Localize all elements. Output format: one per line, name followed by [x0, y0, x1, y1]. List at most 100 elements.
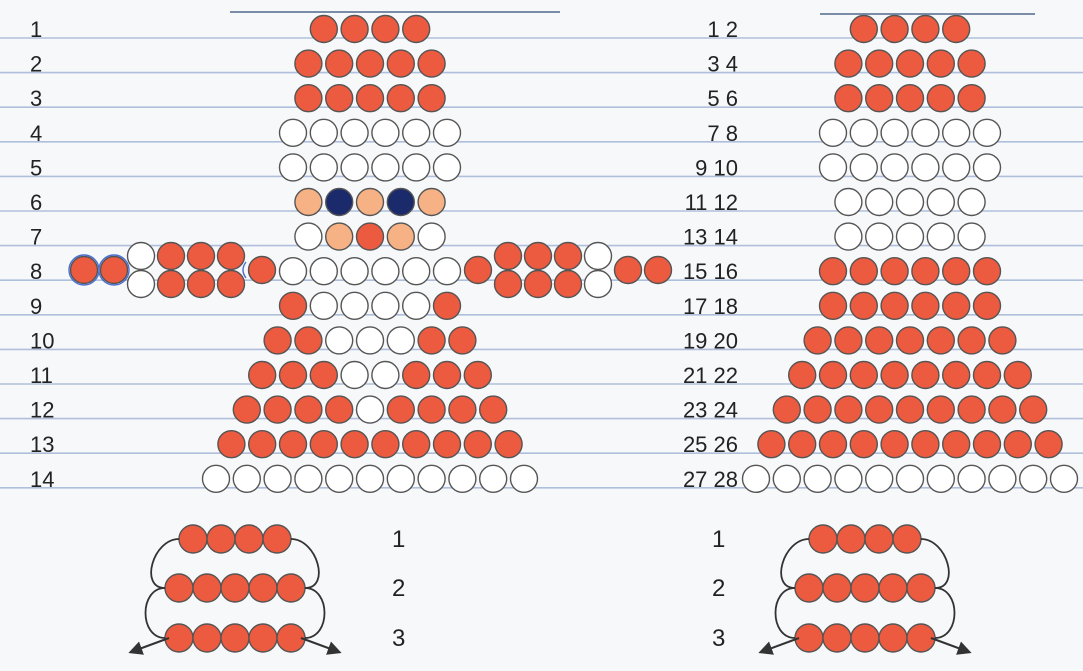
- red-bead: [820, 431, 847, 458]
- red-bead: [835, 396, 862, 423]
- skin-bead: [387, 223, 414, 250]
- white-bead: [866, 465, 893, 492]
- red-bead: [866, 50, 893, 77]
- red-bead: [974, 431, 1001, 458]
- red-bead: [179, 525, 207, 553]
- red-bead: [958, 50, 985, 77]
- red-bead: [277, 574, 305, 602]
- white-bead: [943, 119, 970, 146]
- red-bead: [645, 257, 672, 284]
- red-bead: [525, 243, 552, 270]
- red-bead: [958, 85, 985, 112]
- skin-bead: [357, 189, 384, 216]
- red-bead: [295, 327, 322, 354]
- red-bead: [158, 271, 185, 298]
- red-bead: [263, 525, 291, 553]
- white-bead: [341, 292, 368, 319]
- red-bead: [357, 50, 384, 77]
- red-bead: [233, 396, 260, 423]
- red-bead: [165, 624, 193, 652]
- red-bead: [1004, 431, 1031, 458]
- white-bead: [403, 258, 430, 285]
- red-bead: [866, 396, 893, 423]
- red-bead: [387, 50, 414, 77]
- red-bead: [974, 258, 1001, 285]
- red-bead: [927, 85, 954, 112]
- side-view-pattern: [743, 16, 1078, 493]
- red-bead: [387, 85, 414, 112]
- red-bead: [823, 624, 851, 652]
- red-bead: [188, 243, 215, 270]
- white-bead: [372, 292, 399, 319]
- white-bead: [264, 465, 291, 492]
- white-bead: [585, 271, 612, 298]
- red-bead: [295, 50, 322, 77]
- red-bead: [943, 431, 970, 458]
- front-view-pattern: [69, 16, 672, 493]
- red-bead: [897, 327, 924, 354]
- row-label: 1 2: [707, 17, 738, 42]
- thread-path: [146, 588, 166, 638]
- red-bead: [958, 327, 985, 354]
- red-bead: [464, 431, 491, 458]
- red-bead: [943, 258, 970, 285]
- red-bead: [820, 258, 847, 285]
- red-bead: [823, 574, 851, 602]
- red-bead: [403, 362, 430, 389]
- white-bead: [866, 189, 893, 216]
- red-bead: [249, 574, 277, 602]
- row-label: 9 10: [695, 155, 738, 180]
- row-label: 11 12: [685, 190, 738, 215]
- red-bead: [357, 85, 384, 112]
- red-bead: [341, 16, 368, 43]
- thread-path: [305, 588, 325, 638]
- thread-arrow: [761, 638, 799, 652]
- red-bead: [403, 431, 430, 458]
- red-bead: [495, 431, 522, 458]
- red-bead: [372, 431, 399, 458]
- red-bead: [403, 16, 430, 43]
- red-bead: [418, 327, 445, 354]
- row-label: 5: [30, 155, 42, 180]
- white-bead: [943, 154, 970, 181]
- red-bead: [820, 292, 847, 319]
- white-bead: [866, 223, 893, 250]
- white-bead: [974, 154, 1001, 181]
- white-bead: [1051, 465, 1078, 492]
- red-bead: [974, 362, 1001, 389]
- thread-loop: [243, 262, 246, 278]
- white-bead: [835, 189, 862, 216]
- red-bead: [218, 431, 245, 458]
- row-label: 7 8: [707, 121, 738, 146]
- white-bead: [820, 119, 847, 146]
- red-bead: [280, 431, 307, 458]
- white-bead: [372, 362, 399, 389]
- red-bead: [465, 257, 492, 284]
- red-bead: [295, 396, 322, 423]
- red-bead: [835, 50, 862, 77]
- red-bead: [881, 362, 908, 389]
- white-bead: [341, 119, 368, 146]
- red-bead: [188, 271, 215, 298]
- white-bead: [912, 154, 939, 181]
- red-bead: [434, 292, 461, 319]
- red-bead: [789, 431, 816, 458]
- row-label: 1: [30, 17, 42, 42]
- white-bead: [418, 465, 445, 492]
- skin-bead: [295, 189, 322, 216]
- white-bead: [387, 465, 414, 492]
- red-bead: [879, 624, 907, 652]
- white-bead: [203, 465, 230, 492]
- white-bead: [974, 119, 1001, 146]
- red-bead: [912, 292, 939, 319]
- white-bead: [434, 154, 461, 181]
- thread-path: [935, 588, 955, 638]
- red-bead: [218, 243, 245, 270]
- white-bead: [128, 243, 155, 270]
- red-bead: [795, 624, 823, 652]
- red-bead: [927, 50, 954, 77]
- red-bead: [495, 271, 522, 298]
- red-bead: [881, 431, 908, 458]
